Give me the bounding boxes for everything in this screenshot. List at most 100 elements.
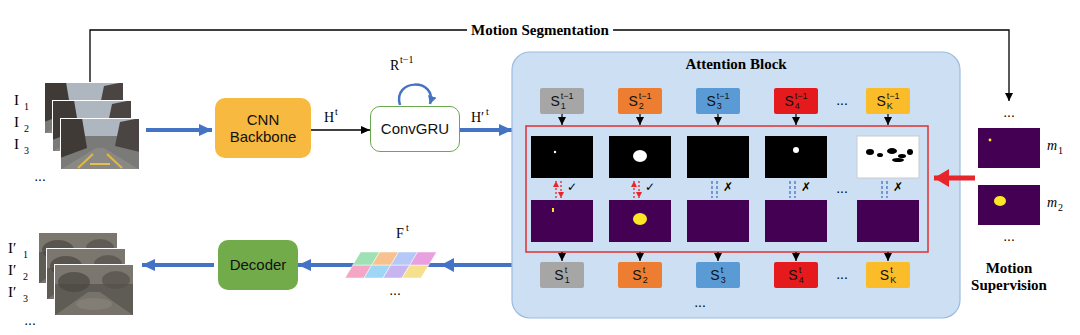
slot-symbol: S	[550, 93, 559, 109]
ellipsis: ...	[24, 312, 36, 328]
match-mark: ✓	[567, 181, 577, 195]
slot-symbol: S	[880, 267, 889, 283]
index-stack: 3t	[721, 265, 726, 285]
signal-name: H	[324, 110, 334, 126]
connector	[311, 129, 370, 130]
ellipsis: ...	[1003, 228, 1015, 244]
frame-label: I	[14, 92, 19, 109]
time-index: t	[565, 265, 568, 275]
slot-symbol: S	[710, 267, 719, 283]
match-arrow	[560, 181, 561, 198]
slot-symbol: S	[706, 93, 715, 109]
match-arrow	[633, 181, 634, 198]
box-label: ConvGRU	[381, 120, 449, 137]
attention-mask	[687, 136, 749, 178]
slot-index: K	[890, 275, 896, 285]
block-title: Attention Block	[512, 56, 960, 73]
frame-label: I	[14, 114, 19, 131]
time-index: t−1	[795, 91, 808, 101]
slot-arrow	[561, 114, 562, 125]
slot-arrow	[717, 114, 718, 125]
time-index: t	[799, 265, 802, 275]
match-mark: ✗	[893, 181, 903, 195]
ellipsis: ...	[34, 168, 46, 184]
output-arrow	[142, 263, 214, 267]
process-box: ConvGRU	[370, 106, 460, 152]
ellipsis: ...	[836, 92, 848, 108]
slot-box: S2t−1	[618, 88, 662, 114]
slot-symbol: S	[628, 93, 637, 109]
slot-box: SKt	[866, 262, 910, 288]
attention-mask	[531, 136, 593, 178]
index-stack: Kt	[890, 265, 896, 285]
mask-blob	[793, 147, 799, 153]
slot-arrow	[887, 114, 888, 125]
process-box: Decoder	[218, 240, 298, 290]
slot-box: S3t	[696, 262, 740, 288]
nomatch-line	[886, 181, 887, 198]
match-mark: ✗	[801, 181, 811, 195]
mask-blob	[989, 139, 992, 142]
frame-index: 1	[24, 101, 29, 113]
box-label: Decoder	[230, 256, 287, 273]
slot-arrow	[561, 252, 562, 261]
frame-label: I′	[8, 240, 16, 257]
slot-arrow	[795, 114, 796, 125]
index-stack: 2t−1	[639, 91, 652, 111]
slot-symbol: S	[784, 93, 793, 109]
slot-arrow	[795, 252, 796, 261]
slot-index: 3	[721, 275, 726, 285]
feature-map	[345, 252, 437, 278]
supervision-arrow	[934, 176, 975, 181]
nomatch-line	[716, 181, 717, 198]
feature-arrowhead	[441, 258, 454, 272]
nomatch-line	[789, 181, 790, 198]
index-stack: 3t−1	[717, 91, 730, 111]
nomatch-line	[711, 181, 712, 198]
ellipsis: ...	[694, 294, 706, 310]
index-stack: 2t	[643, 265, 648, 285]
panel-title: Motion Supervision	[959, 260, 1059, 295]
supervision-mask	[978, 185, 1040, 225]
slot-box: S1t	[540, 262, 584, 288]
supervision-mask	[978, 128, 1040, 168]
slot-box: SKt−1	[866, 88, 910, 114]
signal-name: F	[396, 226, 404, 242]
frame-index: 1	[23, 249, 28, 261]
matching-frame	[526, 126, 928, 252]
slot-symbol: S	[876, 93, 885, 109]
nomatch-line	[794, 181, 795, 198]
index-stack: 1t	[565, 265, 570, 285]
mask-blob	[866, 149, 874, 155]
slot-arrow	[639, 114, 640, 125]
index-stack: 4t−1	[795, 91, 808, 111]
ellipsis: ...	[389, 282, 401, 298]
frame-index: 2	[24, 123, 29, 135]
slot-index: 1	[561, 101, 566, 111]
predicted-mask	[531, 200, 593, 242]
signal-index: t−1	[400, 54, 413, 66]
signal-index: t	[335, 106, 338, 118]
slot-box: S4t	[774, 262, 818, 288]
frame-index: 3	[23, 293, 28, 305]
slot-box: S1t−1	[540, 88, 584, 114]
slot-box: S2t	[618, 262, 662, 288]
slot-symbol: S	[788, 267, 797, 283]
predicted-mask	[609, 200, 671, 242]
attention-mask	[857, 136, 919, 178]
ellipsis: ...	[836, 266, 848, 282]
signal-index: t	[406, 222, 409, 234]
frame-label: I′	[8, 262, 16, 279]
slot-arrow	[887, 252, 888, 261]
mask-blob	[898, 154, 906, 158]
slot-index: 4	[795, 101, 800, 111]
output-frame	[54, 264, 134, 316]
time-index: t	[890, 265, 893, 275]
slot-index: 4	[799, 275, 804, 285]
mask-index: 2	[1058, 202, 1063, 214]
slot-index: 3	[717, 101, 722, 111]
slot-box: S3t−1	[696, 88, 740, 114]
slot-symbol: S	[632, 267, 641, 283]
ellipsis: ...	[836, 180, 848, 196]
